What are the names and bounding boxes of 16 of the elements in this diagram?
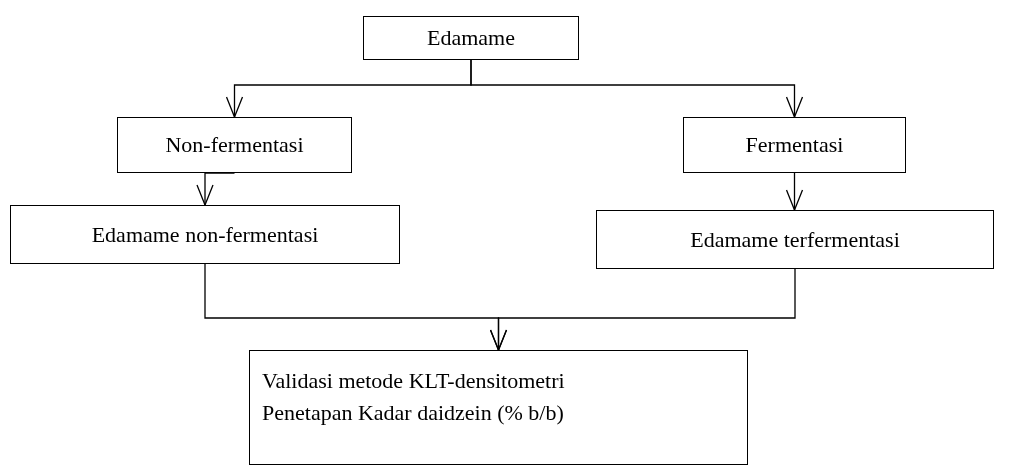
box-label: Fermentasi — [745, 131, 844, 160]
box-label: Edamame — [427, 24, 515, 53]
process-box — [363, 16, 579, 60]
process-box — [683, 117, 906, 173]
box-label: Edamame terfermentasi — [690, 225, 900, 254]
box-label: Edamame non-fermentasi — [91, 220, 319, 249]
process-box — [10, 205, 400, 264]
box-label: Non-fermentasi — [165, 131, 304, 160]
box-label: Penetapan Kadar daidzein (% b/b) — [262, 398, 564, 427]
process-box — [117, 117, 352, 173]
connector-arrow — [785, 172, 804, 211]
process-box — [596, 210, 994, 269]
box-label: Validasi metode KLT-densitometri — [262, 367, 565, 395]
connector-arrow — [470, 59, 804, 118]
connector-arrow — [489, 268, 796, 351]
process-box — [249, 350, 748, 465]
